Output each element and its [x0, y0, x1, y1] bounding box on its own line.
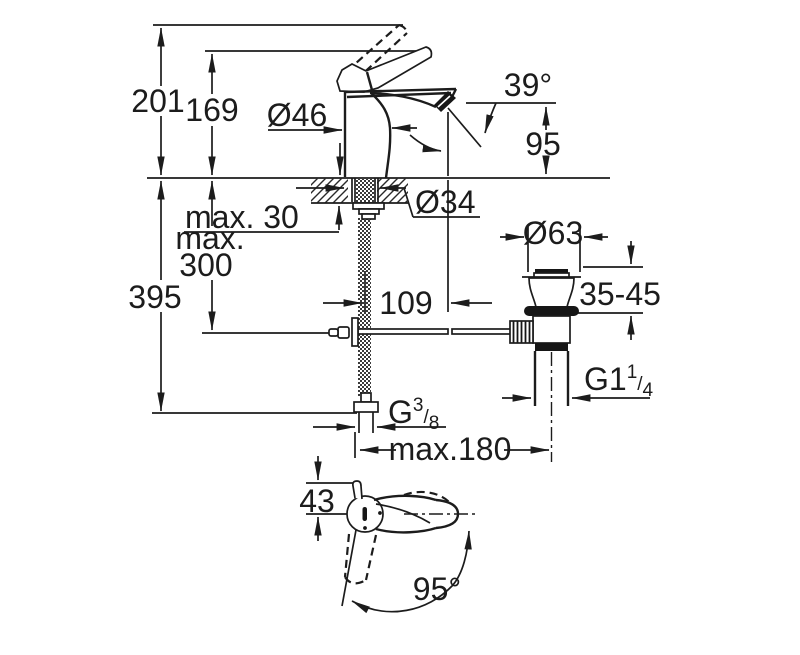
dim-spout-reach-label: 109 [379, 285, 432, 321]
waste-knurled-knob [509, 320, 534, 344]
handle-blade-crease [375, 503, 431, 524]
dim-center-distance-label: max.180 [389, 431, 512, 467]
dim-hole-diameter-label: Ø34 [415, 184, 475, 220]
waste-seal-ring [524, 306, 579, 316]
dim-spout-height-label: 95 [525, 126, 561, 162]
waste-tailpipe [533, 351, 570, 406]
flexible-hose [358, 218, 371, 396]
rod-right-segment [451, 328, 514, 335]
dim-waste-diameter-label: Ø63 [523, 215, 583, 251]
handle-tab [351, 480, 363, 500]
pop-up-waste [509, 269, 581, 406]
waste-backnut [535, 343, 568, 351]
dim-swivel-angle-label: 95° [413, 571, 461, 607]
dimension-labels: 201 169 Ø46 39° 95 max. 30 Ø34 max. 300 … [128, 67, 661, 607]
rod-joint [337, 326, 350, 339]
angle-arc-right [484, 102, 497, 134]
dim-waste-thread-label: G11/4 [584, 361, 654, 401]
mounting-nut-step [361, 213, 376, 220]
supply-thread-stub [358, 412, 374, 433]
waste-plug-top [535, 269, 568, 273]
dim-deck-thickness-label: max. 30 [185, 199, 299, 235]
swivel-arc [351, 530, 472, 614]
hose-end-nut [353, 401, 379, 413]
handle-top-view [343, 480, 460, 585]
dimension-lines [157, 27, 650, 614]
centerlines [404, 352, 553, 515]
waste-body [532, 315, 571, 344]
dim-handle-offset-label: 43 [299, 483, 335, 519]
dim-basin-range-label: 35-45 [579, 276, 661, 312]
dim-overall-below-label: 395 [128, 279, 181, 315]
faucet-side-view [336, 23, 458, 179]
waste-flange-body [528, 277, 575, 308]
rod-knob [351, 317, 359, 347]
dim-supply-thread-label: G3/8 [388, 394, 439, 434]
angle-arc-left [409, 134, 442, 153]
handle-pivot-mark [362, 507, 367, 521]
deck-hatch-right [377, 178, 408, 203]
rod-end-tip [328, 328, 339, 337]
hose-collar [360, 392, 372, 403]
dim-hose-max-word: max. [175, 220, 244, 256]
supply-hose-assembly [351, 177, 385, 433]
dim-hose-max-value: 300 [179, 247, 232, 283]
mounting-washer [352, 202, 385, 210]
rod-left-segment [357, 328, 449, 335]
deck-hatch-left [311, 178, 348, 203]
threaded-shank [356, 177, 374, 203]
dim-spout-angle-label: 39° [504, 67, 552, 103]
pop-up-rod [328, 317, 514, 347]
dim-lever-height-label: 169 [185, 92, 238, 128]
lever-handle-side [336, 46, 433, 93]
dim-body-diameter-label: Ø46 [267, 97, 327, 133]
dim-total-height-label: 201 [131, 83, 184, 119]
